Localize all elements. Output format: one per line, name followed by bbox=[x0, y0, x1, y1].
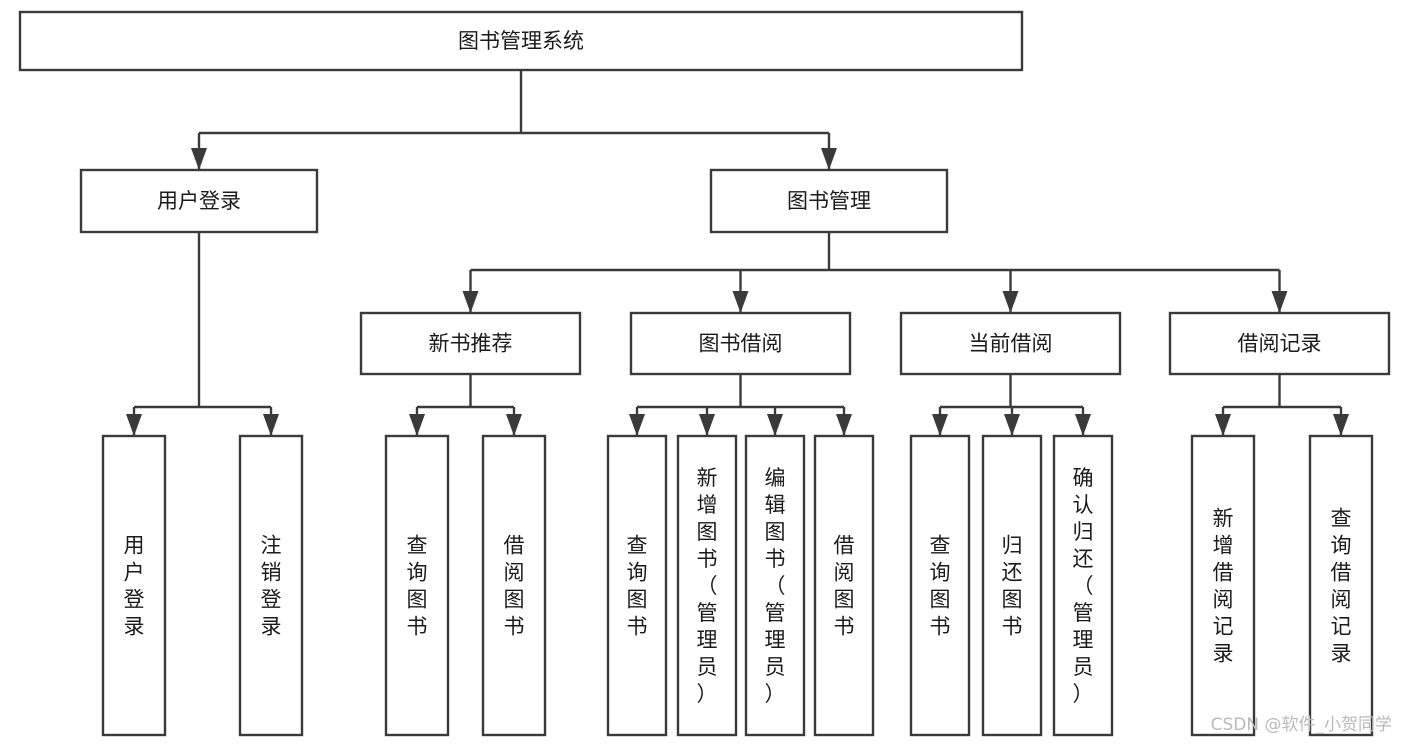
node-book-manage[interactable]: 图书管理 bbox=[709, 168, 949, 234]
edge-group-root bbox=[191, 70, 837, 170]
node-box-current-borrow[interactable] bbox=[899, 311, 1122, 376]
node-label-current-borrow: 当前借阅 bbox=[969, 332, 1053, 356]
arrow-head-icon bbox=[1215, 414, 1231, 436]
arrow-head-icon bbox=[629, 414, 645, 436]
arrow-head-icon bbox=[699, 414, 715, 436]
node-root[interactable]: 图书管理系统 bbox=[18, 10, 1024, 72]
node-leaf-query-book-cur[interactable]: 查询图书 bbox=[909, 434, 971, 737]
node-label-leaf-add-record: 新增借阅记录 bbox=[1213, 507, 1234, 666]
node-leaf-add-record[interactable]: 新增借阅记录 bbox=[1190, 434, 1256, 737]
node-leaf-confirm-return[interactable]: 确认归还（管理员） bbox=[1052, 434, 1114, 737]
arrow-head-icon bbox=[409, 414, 425, 436]
arrow-head-icon bbox=[1271, 291, 1288, 313]
node-box-book-manage[interactable] bbox=[709, 168, 949, 234]
edge-group-borrow-record bbox=[1215, 374, 1349, 436]
node-label-leaf-edit-book: 编辑图书（管理员） bbox=[765, 466, 786, 706]
node-box-leaf-confirm-return[interactable] bbox=[1052, 434, 1114, 737]
node-book-borrow[interactable]: 图书借阅 bbox=[629, 311, 852, 376]
node-leaf-edit-book[interactable]: 编辑图书（管理员） bbox=[744, 434, 806, 737]
node-label-leaf-borrow-book-rec: 借阅图书 bbox=[504, 534, 525, 639]
node-user-login[interactable]: 用户登录 bbox=[79, 168, 319, 234]
node-leaf-add-book[interactable]: 新增图书（管理员） bbox=[676, 434, 738, 737]
arrow-head-icon bbox=[191, 148, 207, 170]
node-leaf-query-book-bw[interactable]: 查询图书 bbox=[606, 434, 668, 737]
arrow-head-icon bbox=[462, 291, 479, 313]
arrow-head-icon bbox=[1002, 291, 1019, 313]
node-box-leaf-user-logout[interactable] bbox=[238, 434, 304, 737]
node-box-leaf-query-book-rec[interactable] bbox=[384, 434, 450, 737]
node-box-leaf-query-record[interactable] bbox=[1308, 434, 1374, 737]
node-label-new-book-recommend: 新书推荐 bbox=[429, 332, 513, 356]
node-box-new-book-recommend[interactable] bbox=[359, 311, 582, 376]
connectors-layer bbox=[126, 70, 1349, 436]
arrow-head-icon bbox=[836, 414, 852, 436]
arrow-head-icon bbox=[506, 414, 522, 436]
node-box-leaf-edit-book[interactable] bbox=[744, 434, 806, 737]
node-label-root: 图书管理系统 bbox=[458, 29, 584, 53]
node-box-leaf-add-book[interactable] bbox=[676, 434, 738, 737]
node-label-leaf-query-record: 查询借阅记录 bbox=[1331, 507, 1352, 666]
node-label-user-login: 用户登录 bbox=[157, 189, 241, 213]
arrow-head-icon bbox=[821, 148, 837, 170]
node-box-borrow-record[interactable] bbox=[1168, 311, 1391, 376]
node-label-book-borrow: 图书借阅 bbox=[699, 332, 783, 356]
edge-group-new-book-recommend bbox=[409, 374, 522, 436]
node-box-leaf-query-book-cur[interactable] bbox=[909, 434, 971, 737]
node-label-leaf-borrow-book-bw: 借阅图书 bbox=[834, 534, 855, 639]
node-leaf-borrow-book-rec[interactable]: 借阅图书 bbox=[481, 434, 547, 737]
node-box-user-login[interactable] bbox=[79, 168, 319, 234]
arrow-head-icon bbox=[1333, 414, 1349, 436]
node-box-leaf-borrow-book-bw[interactable] bbox=[813, 434, 875, 737]
watermark-label: CSDN @软件_小贺同学 bbox=[1211, 715, 1392, 735]
node-box-leaf-user-login[interactable] bbox=[101, 434, 167, 737]
node-box-root[interactable] bbox=[18, 10, 1024, 72]
node-leaf-query-book-rec[interactable]: 查询图书 bbox=[384, 434, 450, 737]
node-leaf-user-logout[interactable]: 注销登录 bbox=[238, 434, 304, 737]
nodes-layer: 图书管理系统用户登录图书管理新书推荐图书借阅当前借阅借阅记录用户登录注销登录查询… bbox=[18, 10, 1391, 737]
node-borrow-record[interactable]: 借阅记录 bbox=[1168, 311, 1391, 376]
arrow-head-icon bbox=[1004, 414, 1020, 436]
edge-group-book-manage bbox=[462, 232, 1288, 313]
node-label-leaf-query-book-bw: 查询图书 bbox=[627, 534, 648, 639]
arrow-head-icon bbox=[263, 414, 279, 436]
node-label-leaf-query-book-rec: 查询图书 bbox=[407, 534, 428, 639]
node-label-leaf-user-logout: 注销登录 bbox=[261, 534, 282, 639]
node-leaf-user-login[interactable]: 用户登录 bbox=[101, 434, 167, 737]
node-label-leaf-confirm-return: 确认归还（管理员） bbox=[1073, 466, 1094, 706]
edge-group-user-login bbox=[126, 232, 279, 436]
arrow-head-icon bbox=[932, 414, 948, 436]
edge-group-current-borrow bbox=[932, 374, 1091, 436]
node-current-borrow[interactable]: 当前借阅 bbox=[899, 311, 1122, 376]
node-label-leaf-return-book: 归还图书 bbox=[1002, 534, 1023, 639]
node-box-book-borrow[interactable] bbox=[629, 311, 852, 376]
node-box-leaf-borrow-book-rec[interactable] bbox=[481, 434, 547, 737]
arrow-head-icon bbox=[1075, 414, 1091, 436]
node-leaf-borrow-book-bw[interactable]: 借阅图书 bbox=[813, 434, 875, 737]
arrow-head-icon bbox=[767, 414, 783, 436]
node-label-leaf-query-book-cur: 查询图书 bbox=[930, 534, 951, 639]
node-label-leaf-user-login: 用户登录 bbox=[124, 534, 145, 639]
node-new-book-recommend[interactable]: 新书推荐 bbox=[359, 311, 582, 376]
node-label-borrow-record: 借阅记录 bbox=[1238, 332, 1322, 356]
node-label-book-manage: 图书管理 bbox=[787, 189, 871, 213]
node-box-leaf-add-record[interactable] bbox=[1190, 434, 1256, 737]
edge-group-book-borrow bbox=[629, 374, 852, 436]
arrow-head-icon bbox=[126, 414, 142, 436]
node-label-leaf-add-book: 新增图书（管理员） bbox=[697, 466, 718, 706]
node-box-leaf-return-book[interactable] bbox=[981, 434, 1043, 737]
node-box-leaf-query-book-bw[interactable] bbox=[606, 434, 668, 737]
node-leaf-return-book[interactable]: 归还图书 bbox=[981, 434, 1043, 737]
node-leaf-query-record[interactable]: 查询借阅记录 bbox=[1308, 434, 1374, 737]
arrow-head-icon bbox=[732, 291, 749, 313]
